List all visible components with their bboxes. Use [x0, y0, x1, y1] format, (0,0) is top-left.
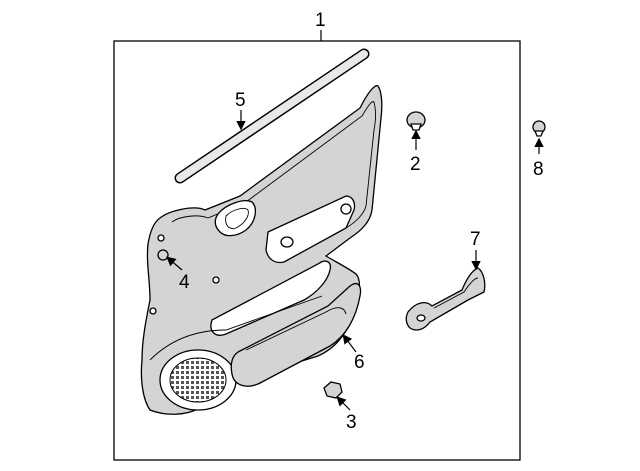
callout-5-label: 5 — [235, 90, 246, 111]
armrest-channel — [210, 260, 332, 336]
callout-7-label: 7 — [470, 229, 481, 250]
pull-handle-body — [405, 267, 486, 331]
speaker-grille — [169, 357, 227, 403]
part-2-clip: 2 — [406, 111, 426, 175]
mount-hole-upper — [157, 234, 165, 242]
leader-line-4 — [166, 256, 183, 271]
switch-hole — [280, 236, 294, 248]
callout-1: 1 — [315, 10, 326, 41]
callout-1-label: 1 — [315, 10, 326, 31]
pull-handle-screw-hole — [416, 314, 426, 322]
trim-panel-edge — [171, 101, 376, 229]
door-handle-inner — [225, 207, 249, 229]
mount-hole-lower — [149, 307, 157, 315]
nut-3-body — [323, 381, 343, 399]
callout-4-label: 4 — [179, 272, 190, 293]
armrest-pad-seam — [245, 307, 347, 351]
part-7-pull-handle: 7 — [405, 229, 486, 331]
part-5-weatherstrip: 5 — [174, 48, 370, 184]
callout-3-label: 3 — [346, 412, 357, 433]
retainer-4-head — [157, 249, 169, 261]
pull-handle-grip-edge — [433, 277, 479, 309]
lock-hole — [340, 203, 352, 215]
armrest-pad-body — [230, 282, 362, 387]
leader-line-6 — [342, 334, 357, 353]
leader-line-3 — [336, 396, 351, 411]
part-8-push-clip: 8 — [532, 120, 546, 180]
callout-2-label: 2 — [410, 154, 421, 175]
clip-2-stem — [410, 123, 422, 131]
mount-hole-mid — [212, 276, 220, 284]
trim-panel-lower-fold — [149, 295, 323, 361]
part-6-armrest: 6 — [230, 282, 365, 387]
part-4-retainer: 4 — [157, 249, 190, 293]
callout-8-label: 8 — [533, 159, 544, 180]
assembly-frame — [113, 40, 521, 461]
door-handle-recess — [214, 200, 257, 237]
callout-6-label: 6 — [354, 352, 365, 373]
clip-8-stem — [534, 130, 544, 137]
part-3-nut: 3 — [323, 381, 357, 433]
